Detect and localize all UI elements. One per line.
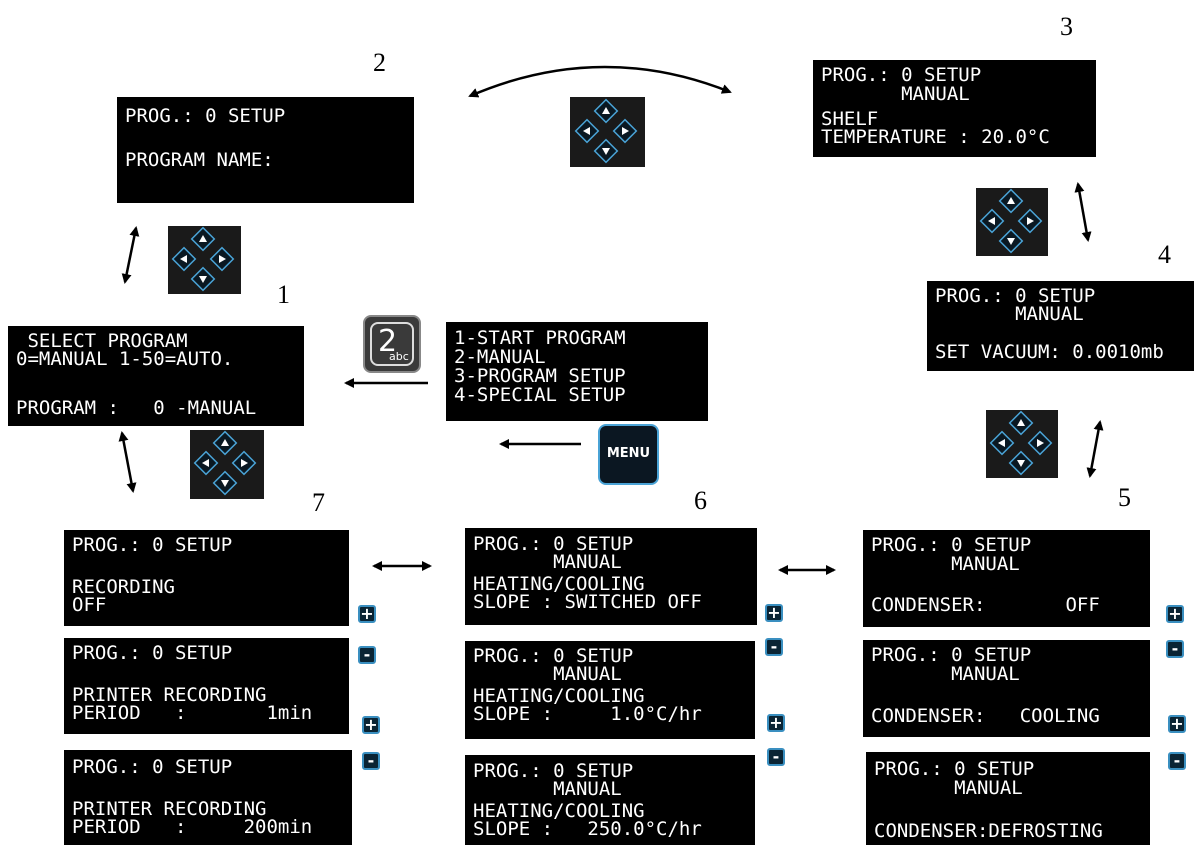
- step-number-3: 3: [1060, 12, 1073, 41]
- screen-program-name: PROG.: 0 SETUP PROGRAM NAME:: [117, 97, 414, 203]
- menu-key-label: MENU: [606, 446, 651, 461]
- screen-condenser-cooling: PROG.: 0 SETUP MANUAL CONDENSER: COOLING: [863, 640, 1150, 737]
- nav-keypad-left-lower[interactable]: [190, 430, 264, 499]
- minus-key-col6-top[interactable]: -: [765, 638, 783, 656]
- plus-key-col7-top[interactable]: +: [358, 605, 376, 623]
- nav-arrows-icon: [989, 410, 1053, 476]
- menu-key[interactable]: MENU: [598, 424, 659, 485]
- screen-shelf-temperature: PROG.: 0 SETUP MANUAL SHELF TEMPERATURE …: [813, 60, 1096, 157]
- plus-key-col6-top[interactable]: +: [765, 604, 783, 622]
- nav-arrows-icon: [171, 226, 235, 292]
- minus-key-col5-top[interactable]: -: [1166, 640, 1184, 658]
- minus-key-col6-bottom[interactable]: -: [767, 748, 785, 766]
- step-number-2: 2: [373, 48, 386, 77]
- nav-keypad-top[interactable]: [570, 97, 645, 167]
- screen-select-program: SELECT PROGRAM 0=MANUAL 1-50=AUTO. PROGR…: [8, 326, 304, 426]
- nav-arrows-icon: [574, 98, 638, 164]
- step-number-6: 6: [694, 486, 707, 515]
- screen-set-vacuum: PROG.: 0 SETUP MANUAL SET VACUUM: 0.0010…: [927, 281, 1194, 371]
- arrow-screen4-screen5: [1086, 420, 1104, 478]
- screen-condenser-off: PROG.: 0 SETUP MANUAL CONDENSER: OFF: [863, 530, 1150, 627]
- minus-key-col7-top[interactable]: -: [358, 646, 376, 664]
- arrow-screen2-screen3: [468, 65, 732, 98]
- nav-keypad-right-lower[interactable]: [986, 410, 1058, 478]
- step-number-4: 4: [1158, 240, 1171, 269]
- plus-key-col6-bottom[interactable]: +: [767, 714, 785, 732]
- nav-keypad-left-upper[interactable]: [168, 226, 241, 294]
- screen-recording: PROG.: 0 SETUP RECORDING OFF: [64, 530, 349, 626]
- nav-arrows-icon: [979, 188, 1043, 254]
- nav-keypad-right-upper[interactable]: [976, 188, 1048, 256]
- step-number-1: 1: [277, 280, 290, 309]
- plus-key-col5-top[interactable]: +: [1166, 605, 1184, 623]
- nav-arrows-icon: [193, 430, 257, 496]
- screen-printer-recording-1min: PROG.: 0 SETUP PRINTER RECORDING PERIOD …: [64, 638, 349, 734]
- minus-key-col5-bottom[interactable]: -: [1168, 752, 1186, 770]
- arrow-screen3-screen4: [1074, 182, 1092, 242]
- key-frame: [370, 322, 414, 366]
- screen-slope-switched-off: PROG.: 0 SETUP MANUAL HEATING/COOLING SL…: [465, 528, 757, 625]
- screen-condenser-defrosting: PROG.: 0 SETUP MANUAL CONDENSER:DEFROSTI…: [866, 752, 1150, 845]
- screen-slope-250: PROG.: 0 SETUP MANUAL HEATING/COOLING SL…: [465, 755, 755, 845]
- minus-key-col7-bottom[interactable]: -: [362, 752, 380, 770]
- key-2-abc[interactable]: 2 abc: [363, 315, 421, 373]
- plus-key-col5-bottom[interactable]: +: [1168, 715, 1186, 733]
- screen-slope-1: PROG.: 0 SETUP MANUAL HEATING/COOLING SL…: [465, 641, 755, 739]
- step-number-5: 5: [1118, 483, 1131, 512]
- screen-printer-recording-200min: PROG.: 0 SETUP PRINTER RECORDING PERIOD …: [64, 750, 352, 845]
- screen-main-menu: 1-START PROGRAM 2-MANUAL 3-PROGRAM SETUP…: [446, 322, 708, 421]
- step-number-7: 7: [312, 488, 325, 517]
- arrow-screen1-screen7: [118, 431, 137, 493]
- plus-key-col7-bottom[interactable]: +: [362, 716, 380, 734]
- key-digit: 2: [378, 324, 398, 359]
- arrow-screen2-screen1: [121, 226, 140, 284]
- key-letters: abc: [389, 350, 409, 363]
